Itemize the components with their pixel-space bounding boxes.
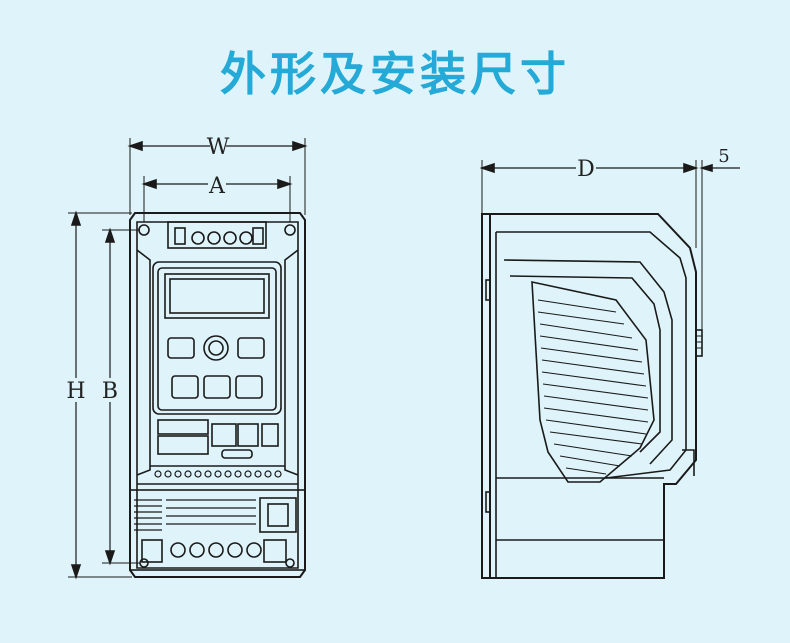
side-view <box>479 160 740 579</box>
mount-height-label: B <box>102 379 118 404</box>
page-title: 外形及安装尺寸 <box>220 47 570 101</box>
clearance-label: 5 <box>718 146 729 167</box>
front-view <box>68 138 308 580</box>
depth-label: D <box>577 157 595 182</box>
width-label: W <box>207 135 230 160</box>
height-label: H <box>66 379 85 404</box>
mount-width-label: A <box>208 174 226 199</box>
